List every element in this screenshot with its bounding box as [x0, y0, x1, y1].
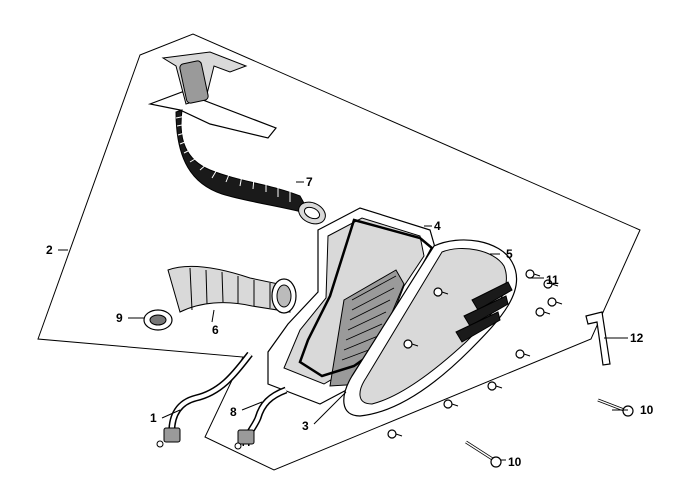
gasket — [298, 218, 434, 378]
callout-10-lower: 10 — [508, 455, 522, 469]
connecting-boot — [143, 265, 297, 331]
callout-5: 5 — [506, 247, 513, 261]
air-cleaner-cover — [343, 239, 518, 417]
callout-3: 3 — [302, 419, 309, 433]
leader-lines — [58, 181, 628, 461]
air-cleaner-case — [267, 207, 439, 405]
cover-screws — [387, 269, 563, 439]
drain-tube-8 — [234, 386, 288, 450]
callout-11: 11 — [546, 273, 559, 287]
callout-6: 6 — [212, 323, 219, 337]
callout-2: 2 — [46, 243, 53, 257]
hex-wrench — [585, 311, 611, 366]
drain-tube-1 — [156, 351, 253, 448]
callout-1: 1 — [150, 411, 157, 425]
callout-8: 8 — [230, 405, 237, 419]
callout-10-upper: 10 — [640, 403, 654, 417]
mounting-bolt-lower — [465, 440, 502, 468]
callout-9: 9 — [116, 311, 123, 325]
callout-7: 7 — [306, 175, 313, 189]
mounting-bolt-upper — [597, 398, 634, 417]
callout-12: 12 — [630, 331, 644, 345]
assembly-boundary — [37, 33, 641, 471]
callout-4: 4 — [434, 219, 441, 233]
intake-duct — [147, 51, 326, 225]
